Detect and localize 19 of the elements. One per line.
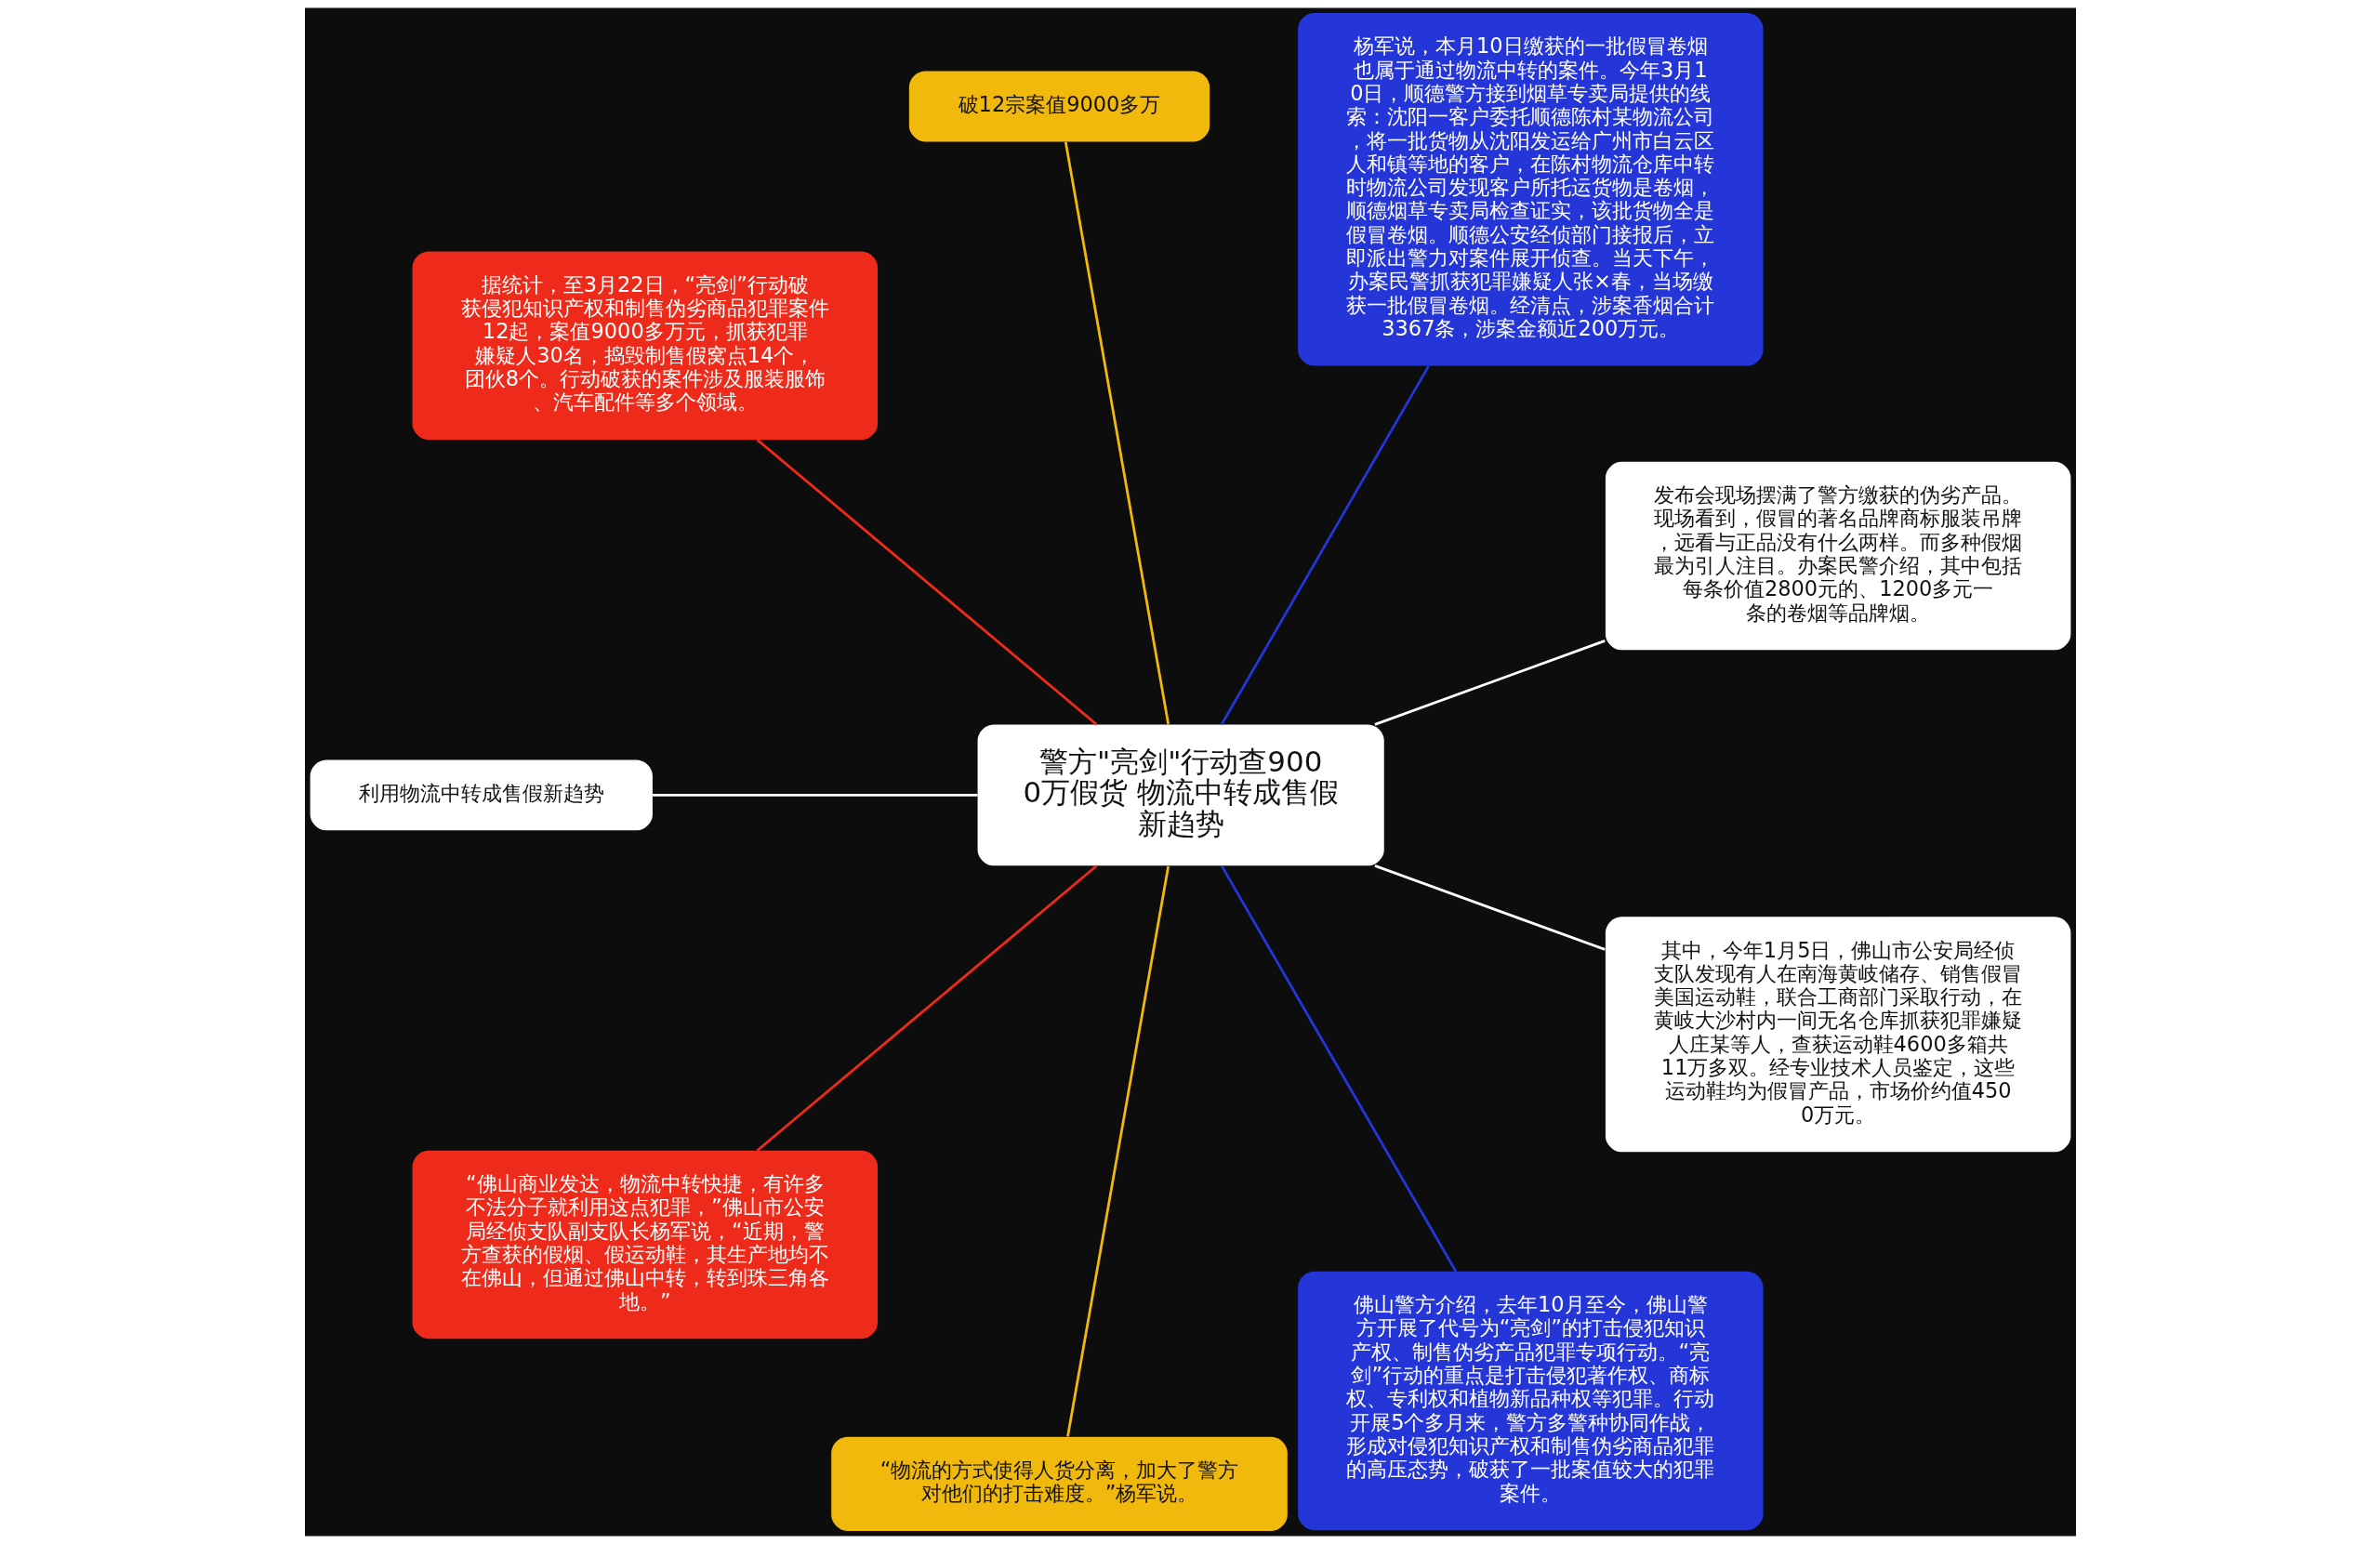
node-box: 利用物流中转成售假新趋势: [310, 759, 653, 831]
connector: [652, 794, 978, 797]
connector: [756, 439, 1097, 726]
node-box: 警方"亮剑"行动查9000万假货 物流中转成售假新趋势: [977, 724, 1384, 866]
connector: [1064, 141, 1170, 725]
node-box: 破12宗案值9000多万: [908, 71, 1210, 142]
connector: [756, 864, 1097, 1152]
node-box: “佛山商业发达，物流中转快捷，有许多不法分子就利用这点犯罪，”佛山市公安局经侦支队副支队长杨军说，“近期，警方查获的假烟、假运动鞋，其生产地均不在佛山，但通过佛山中转，转到珠三角各地。”: [412, 1150, 878, 1339]
node-box: 杨军说，本月10日缴获的一批假冒卷烟也属于通过物流中转的案件。今年3月10日，顺德警方接到烟草专卖局提供的线索：沈阳一客户委托顺德陈村某物流公司，将一批货物从沈阳发运给广州市白云区人和镇等地的客户，在陈村物流仓库中转时物流公司发现客户所托运货物是卷烟，顺德烟草专卖局检查证实，该批货物全是假冒卷烟。顺德公安经侦部门接报后，立即派出警力对案件展开侦查。当天下午，办案民警抓获犯罪嫌疑人张×春，当场缴获一批假冒卷烟。经清点，涉案香烟合计3367条，涉案金额近200万元。: [1297, 13, 1764, 366]
connector: [1065, 865, 1170, 1437]
node-box: 发布会现场摆满了警方缴获的伪劣产品。现场看到，假冒的著名品牌商标服装吊牌，远看与正品没有什么两样。而多种假烟最为引人注目。办案民警介绍，其中包括每条价值2800元的、1200多元一条的卷烟等品牌烟。: [1605, 461, 2070, 651]
node-box: 佛山警方介绍，去年10月至今，佛山警方开展了代号为“亮剑”的打击侵犯知识产权、制售伪劣产品犯罪专项行动。“亮剑”行动的重点是打击侵犯著作权、商标权、专利权和植物新品种权等犯罪。行动开展5个多月来，警方多警种协同作战，形成对侵犯知识产权和制售伪劣商品犯罪的高压态势，破获了一批案值较大的犯罪案件。: [1297, 1271, 1764, 1531]
node-box: 其中，今年1月5日，佛山市公安局经侦支队发现有人在南海黄岐储存、销售假冒美国运动鞋，联合工商部门采取行动，在黄岐大沙村内一间无名仓库抓获犯罪嫌疑人庄某等人，查获运动鞋4600多箱共11万多双。经专业技术人员鉴定，这些运动鞋均为假冒产品，市场价约值4500万元。: [1605, 917, 2070, 1153]
node-box: “物流的方式使得人货分离，加大了警方对他们的打击难度。”杨军说。: [830, 1436, 1288, 1531]
node-box: 据统计，至3月22日，“亮剑”行动破获侵犯知识产权和制售伪劣商品犯罪案件12起，案值9000多万元，抓获犯罪嫌疑人30名，捣毁制售假窝点14个，团伙8个。行动破获的案件涉及服装服饰、汽车配件等多个领域。: [412, 251, 878, 440]
connector: [1373, 864, 1606, 951]
connector: [1373, 640, 1606, 726]
connector: [1220, 864, 1457, 1273]
connector: [1220, 365, 1430, 726]
